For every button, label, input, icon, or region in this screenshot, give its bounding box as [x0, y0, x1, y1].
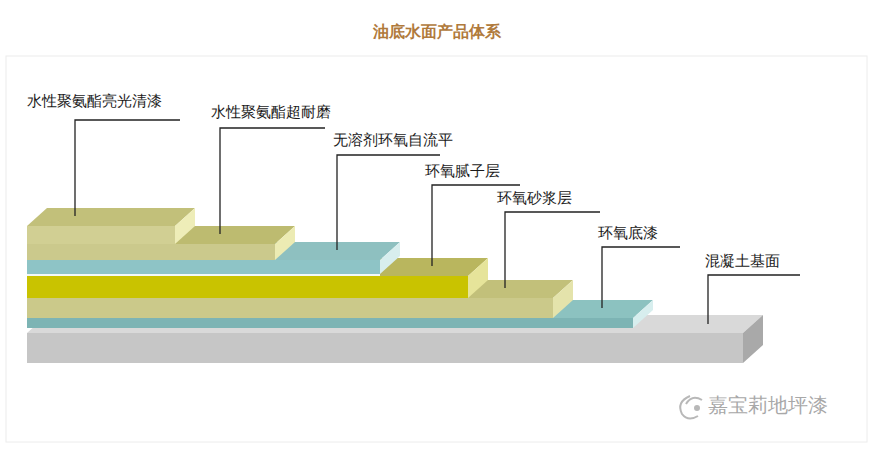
- layer-label: 环氧腻子层: [425, 162, 500, 180]
- self-level-slab: [27, 242, 400, 276]
- watermark: 嘉宝莉地坪漆: [708, 393, 828, 417]
- clear-slab: [27, 208, 195, 244]
- frame: [6, 56, 867, 442]
- wear-slab: [27, 226, 295, 260]
- concrete-slab: [27, 315, 763, 363]
- diagram-title: 油底水面产品体系: [373, 22, 501, 41]
- layer-label: 水性聚氨酯超耐磨: [211, 103, 331, 121]
- putty-slab: [27, 258, 488, 298]
- layer-label: 混凝土基面: [705, 252, 780, 270]
- watermark-logo: [680, 396, 702, 419]
- layer-label: 水性聚氨酯亮光清漆: [27, 92, 162, 110]
- layer-label: 环氧砂浆层: [497, 189, 572, 207]
- layer-label: 环氧底漆: [598, 224, 658, 242]
- leader-lines: [75, 120, 800, 324]
- layer-label: 无溶剂环氧自流平: [333, 131, 453, 149]
